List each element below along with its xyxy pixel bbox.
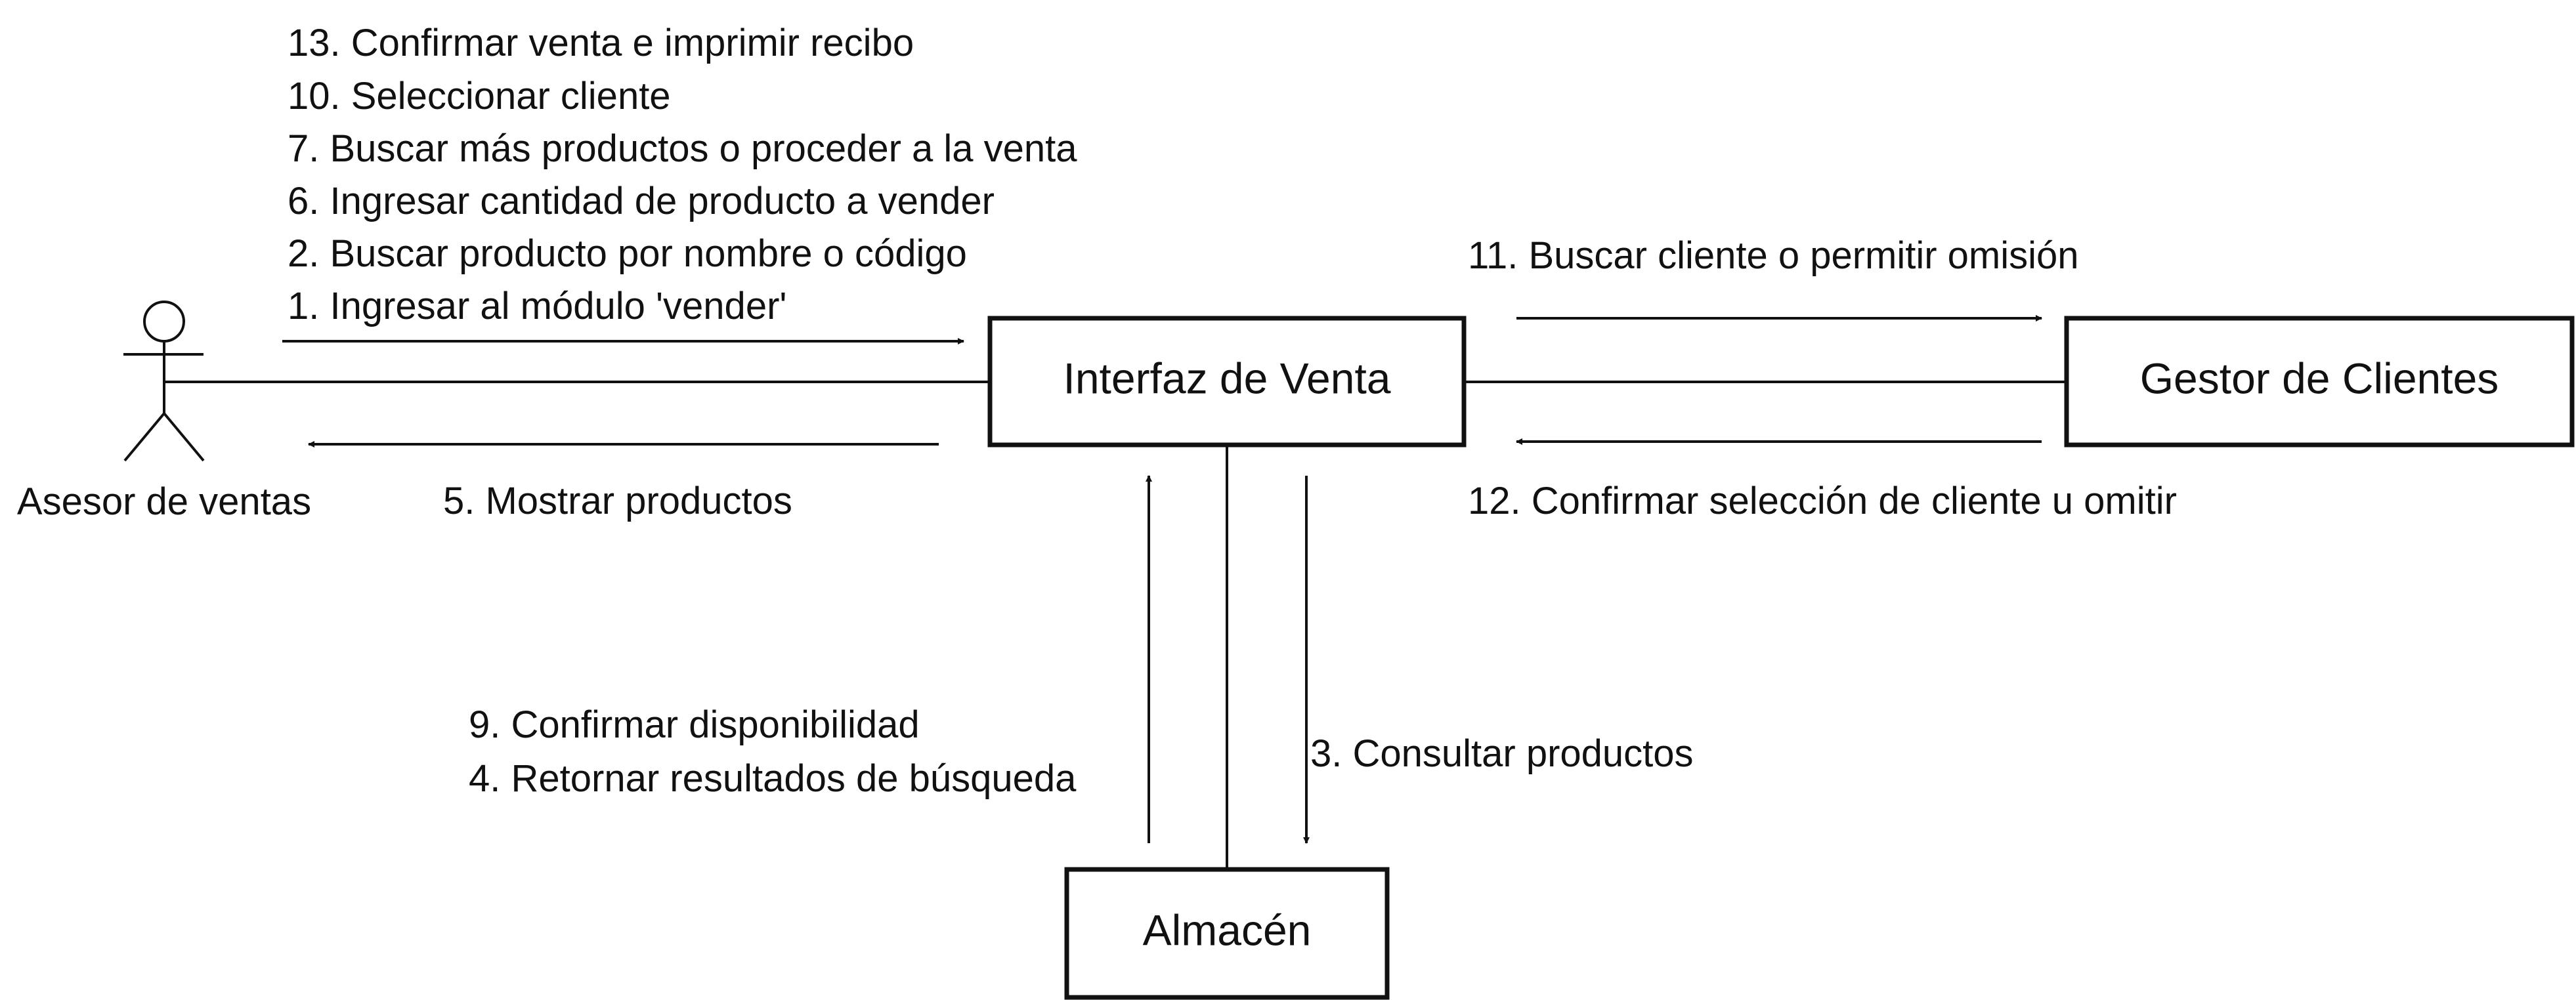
client-manager-object: Gestor de Clientes [2064,316,2575,448]
message-label: 3. Consultar productos [1310,732,1694,775]
message-label: 5. Mostrar productos [443,480,792,522]
message-label: 10. Seleccionar cliente [288,75,671,117]
message-label: 13. Confirmar venta e imprimir recibo [288,22,914,64]
actor-label: Asesor de ventas [17,480,311,523]
warehouse-label: Almacén [1143,906,1312,954]
client-manager-label: Gestor de Clientes [2140,354,2499,402]
message-label: 11. Buscar cliente o permitir omisión [1468,234,2079,277]
message-label: 6. Ingresar cantidad de producto a vende… [288,180,995,222]
sale-ui-object: Interfaz de Venta [987,316,1467,448]
message-label: 12. Confirmar selección de cliente u omi… [1468,480,2177,522]
message-label: 1. Ingresar al módulo 'vender' [288,285,786,327]
sale-ui-label: Interfaz de Venta [1063,354,1390,402]
message-label: 7. Buscar más productos o proceder a la … [288,127,1077,170]
message-label: 4. Retornar resultados de búsqueda [469,757,1077,800]
actor-icon [123,301,205,462]
message-label: 2. Buscar producto por nombre o código [288,232,967,275]
message-label: 9. Confirmar disponibilidad [469,703,920,746]
warehouse-object: Almacén [1064,867,1390,1000]
